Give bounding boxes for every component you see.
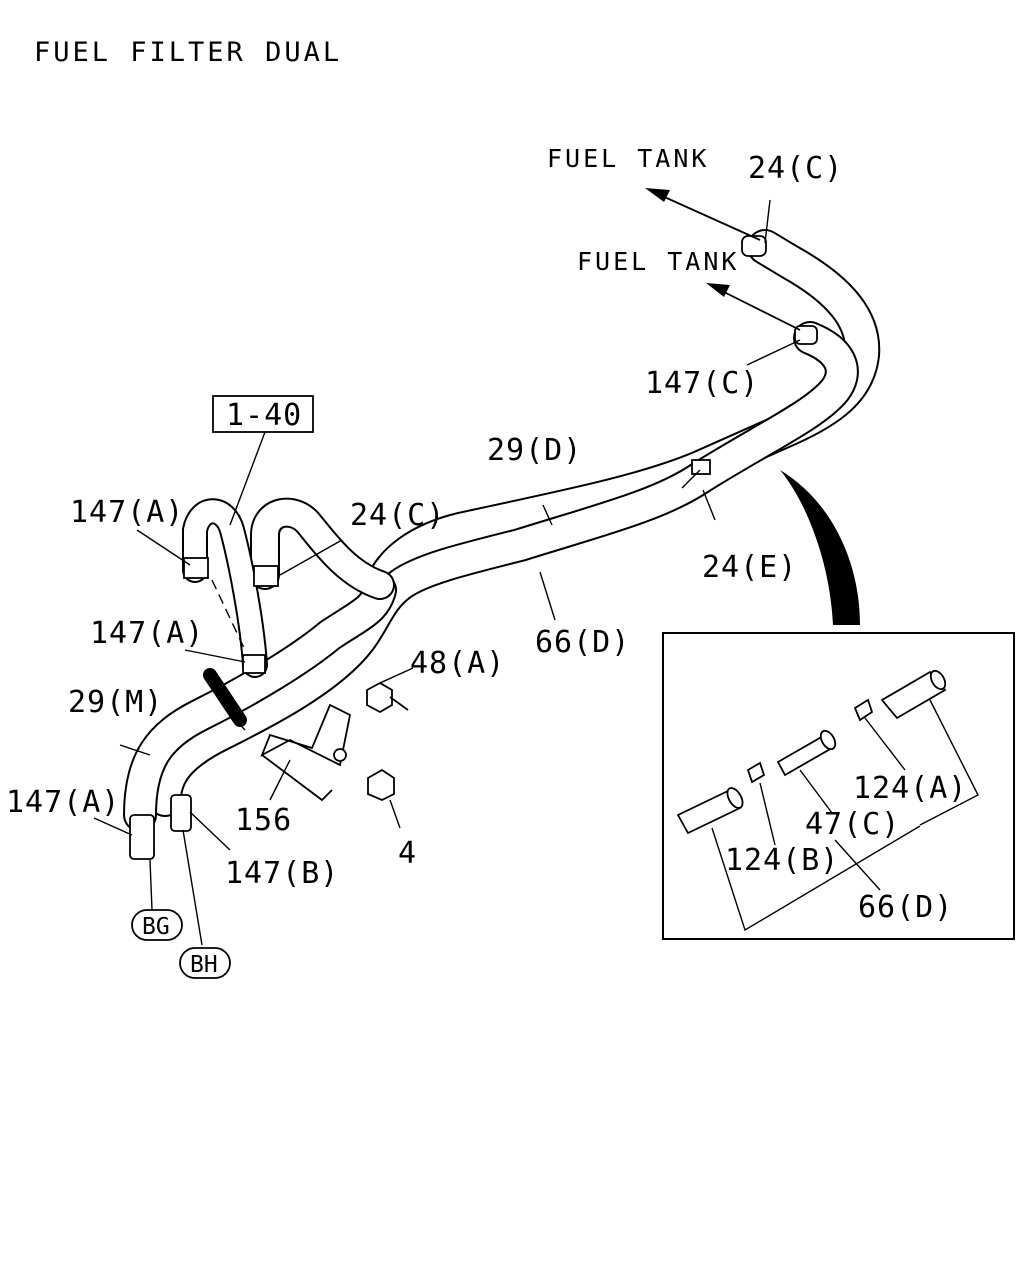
connector-bg [131, 909, 183, 941]
bent-hose-left [182, 498, 268, 678]
bracket-156 [260, 703, 352, 802]
detail-label-124a: 124(A) [853, 771, 967, 806]
diagram-title: FUEL FILTER DUAL [34, 37, 342, 68]
reference-box-label: 1-40 [226, 398, 302, 433]
detail-label-66d: 66(D) [858, 890, 953, 925]
label-24c-top: 24(C) [748, 151, 843, 186]
clamp-147c [794, 325, 818, 345]
connector-bg-label: BG [142, 914, 170, 940]
pipe-29m [123, 573, 397, 832]
label-24c-mid: 24(C) [350, 498, 445, 533]
reference-box [212, 395, 314, 433]
detail-label-124b: 124(B) [725, 843, 839, 878]
bent-hose-upper [250, 497, 395, 600]
detail-pointer [780, 470, 860, 625]
label-4: 4 [398, 836, 417, 871]
fuel-tank-label-lower: FUEL TANK [577, 247, 739, 276]
outlet-bg [129, 814, 155, 860]
label-147c: 147(C) [645, 366, 759, 401]
arrow-fuel-tank-upper [645, 188, 761, 241]
outlet-bh [170, 794, 192, 832]
label-66d: 66(D) [535, 625, 630, 660]
label-29m: 29(M) [68, 685, 163, 720]
clip-24e [691, 459, 711, 475]
arrow-fuel-tank-lower [706, 283, 801, 331]
pipe-66d [148, 321, 859, 817]
filter-stub [203, 668, 247, 727]
label-29d: 29(D) [487, 433, 582, 468]
label-147a-top: 147(A) [70, 495, 184, 530]
leader-lines [93, 199, 801, 946]
bolt-48a [366, 681, 409, 714]
label-147a-low: 147(A) [6, 785, 120, 820]
label-48a: 48(A) [410, 646, 505, 681]
connector-bh [179, 947, 231, 979]
label-147a-mid: 147(A) [90, 616, 204, 651]
label-24e: 24(E) [702, 550, 797, 585]
clamp-147a-top [183, 557, 209, 579]
detail-label-47c: 47(C) [805, 807, 900, 842]
nut-4 [367, 768, 395, 801]
label-147b: 147(B) [225, 856, 339, 891]
fuel-tank-label-upper: FUEL TANK [547, 144, 709, 173]
clamp-147a-mid [242, 654, 266, 674]
clip-24c-mid [253, 565, 279, 587]
connector-bh-label: BH [190, 952, 218, 978]
clip-24c-top [741, 235, 767, 257]
detail-inset [662, 632, 1015, 940]
label-156: 156 [235, 803, 292, 838]
